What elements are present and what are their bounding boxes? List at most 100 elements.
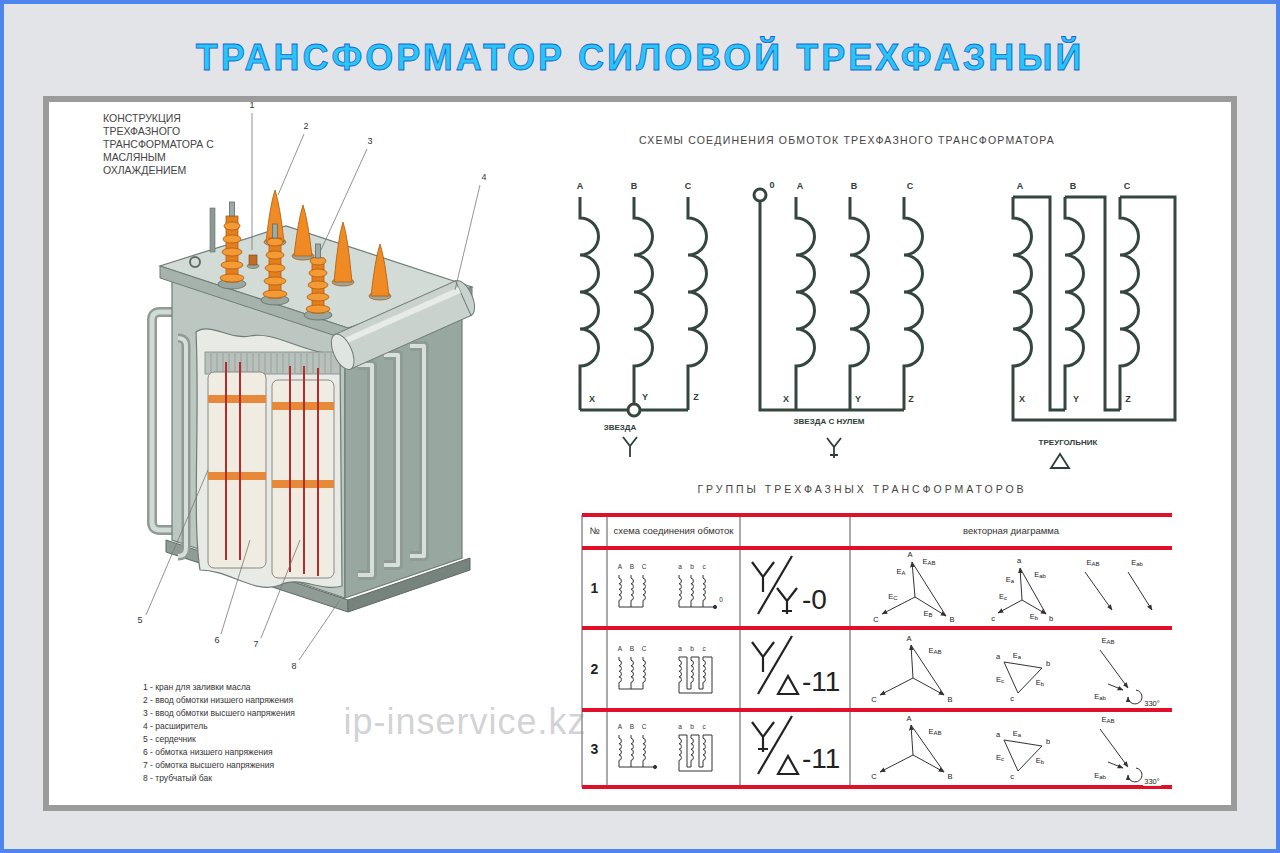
transformer-illustration bbox=[410, 346, 424, 556]
winding-scheme bbox=[691, 657, 693, 689]
winding-scheme bbox=[703, 575, 705, 607]
vector-diagram bbox=[913, 678, 944, 695]
transformer-illustration bbox=[277, 353, 278, 373]
cell-text: -11 bbox=[802, 745, 840, 773]
transformer-illustration bbox=[152, 190, 479, 612]
terminal-label: C bbox=[642, 723, 647, 730]
vector-label: B bbox=[946, 773, 953, 781]
cell-text: схема соединения обмоток bbox=[614, 526, 734, 537]
transformer-illustration bbox=[211, 353, 212, 373]
vector-label: EAB bbox=[1085, 559, 1100, 567]
terminal-label: A bbox=[618, 563, 622, 570]
vector-diagram bbox=[1004, 662, 1042, 693]
table-grid bbox=[607, 515, 608, 787]
section-heading: СХЕМЫ СОЕДИНЕНИЯ ОБМОТОК ТРЕХФАЗНОГО ТРА… bbox=[639, 135, 1055, 147]
poster-title: ТРАНСФОРМАТОР СИЛОВОЙ ТРЕХФАЗНЫЙ bbox=[0, 38, 1280, 78]
transformer-illustration bbox=[331, 353, 332, 373]
winding-scheme bbox=[904, 197, 923, 410]
callout-number: 8 bbox=[291, 662, 296, 672]
vector-diagram bbox=[1100, 650, 1128, 688]
transformer-illustration bbox=[335, 281, 471, 369]
vector-diagram bbox=[1128, 768, 1142, 782]
scheme-caption: ЗВЕЗДА С НУЛЕМ bbox=[794, 418, 865, 427]
transformer-illustration bbox=[371, 244, 389, 296]
transformer-illustration bbox=[264, 277, 286, 285]
group-symbol bbox=[758, 716, 792, 774]
transformer-illustration bbox=[222, 248, 242, 256]
group-symbol-cell: -11 bbox=[740, 710, 850, 787]
transformer-illustration bbox=[303, 366, 305, 574]
terminal-label: A bbox=[1017, 182, 1024, 192]
terminal-label: c bbox=[702, 723, 705, 730]
transformer-illustration bbox=[223, 235, 241, 243]
vector-label: Eb bbox=[1035, 757, 1045, 765]
winding-scheme bbox=[796, 197, 815, 410]
winding-scheme bbox=[619, 689, 643, 690]
vector-diagram bbox=[912, 562, 946, 616]
winding-scheme bbox=[679, 735, 681, 767]
transformer-illustration bbox=[273, 224, 278, 238]
poster-frame bbox=[46, 99, 1234, 808]
vector-diagram bbox=[1004, 740, 1042, 771]
transformer-illustration bbox=[221, 261, 243, 269]
vector-label: Ec bbox=[998, 593, 1008, 601]
terminal-label: B bbox=[630, 723, 634, 730]
winding-scheme bbox=[1065, 197, 1084, 410]
transformer-illustration bbox=[307, 293, 329, 301]
table-grid bbox=[850, 515, 851, 787]
vector-diagram bbox=[1020, 568, 1046, 614]
watermark: ip-inservice.kz bbox=[343, 702, 586, 742]
transformer-illustration bbox=[220, 274, 244, 282]
transformer-illustration bbox=[267, 238, 283, 246]
transformer-illustration bbox=[294, 205, 312, 256]
transformer-illustration bbox=[263, 290, 287, 298]
transformer-illustration bbox=[265, 353, 266, 373]
terminal-label: a bbox=[678, 723, 682, 730]
vector-label: c bbox=[1009, 773, 1015, 781]
table-header-cell: схема соединения обмоток bbox=[607, 515, 740, 548]
cell-text: векторная диаграмма bbox=[963, 526, 1059, 537]
cell-text: № bbox=[589, 526, 599, 537]
transformer-illustration bbox=[306, 305, 330, 313]
vector-label: c bbox=[1009, 695, 1015, 703]
winding-scheme bbox=[619, 575, 621, 607]
terminal-label: B bbox=[631, 182, 638, 192]
leader-line bbox=[455, 185, 480, 290]
scheme-caption: ЗВЕЗДА bbox=[604, 424, 637, 433]
winding-scheme bbox=[580, 189, 1175, 420]
winding-scheme bbox=[631, 575, 633, 607]
winding-scheme bbox=[703, 657, 705, 689]
leader-line bbox=[299, 600, 340, 660]
transformer-illustration bbox=[283, 353, 284, 373]
cell-text: 3 bbox=[591, 741, 599, 757]
winding-scheme bbox=[631, 657, 633, 689]
terminal-label: A bbox=[797, 182, 804, 192]
transformer-illustration bbox=[211, 353, 331, 373]
table-grid bbox=[740, 515, 741, 787]
vector-label: EC bbox=[887, 593, 898, 601]
callout-number: 1 bbox=[249, 101, 254, 111]
terminal-label: X bbox=[589, 395, 595, 405]
vector-label: Eab bbox=[1093, 693, 1107, 701]
vector-label: EAB bbox=[1100, 637, 1115, 645]
vector-label: c bbox=[990, 615, 996, 623]
transformer-illustration bbox=[226, 362, 318, 576]
transformer-illustration bbox=[229, 353, 230, 373]
terminal-label: X bbox=[1019, 395, 1025, 405]
transformer-illustration bbox=[239, 362, 241, 560]
vector-label: B bbox=[946, 696, 953, 704]
table-grid bbox=[582, 626, 1172, 630]
terminal-label: Y bbox=[1073, 395, 1079, 405]
table-grid bbox=[582, 515, 1172, 787]
terminal-label: b bbox=[690, 723, 694, 730]
group-symbol bbox=[752, 556, 798, 774]
vector-label: Ec bbox=[995, 754, 1005, 762]
connection-symbol bbox=[827, 438, 841, 458]
terminal-label: a bbox=[678, 563, 682, 570]
vector-label: A bbox=[906, 551, 913, 559]
vector-diagram bbox=[913, 755, 944, 772]
vector-label: C bbox=[870, 696, 877, 704]
transformer-illustration bbox=[271, 353, 272, 373]
transformer-illustration bbox=[208, 395, 266, 403]
